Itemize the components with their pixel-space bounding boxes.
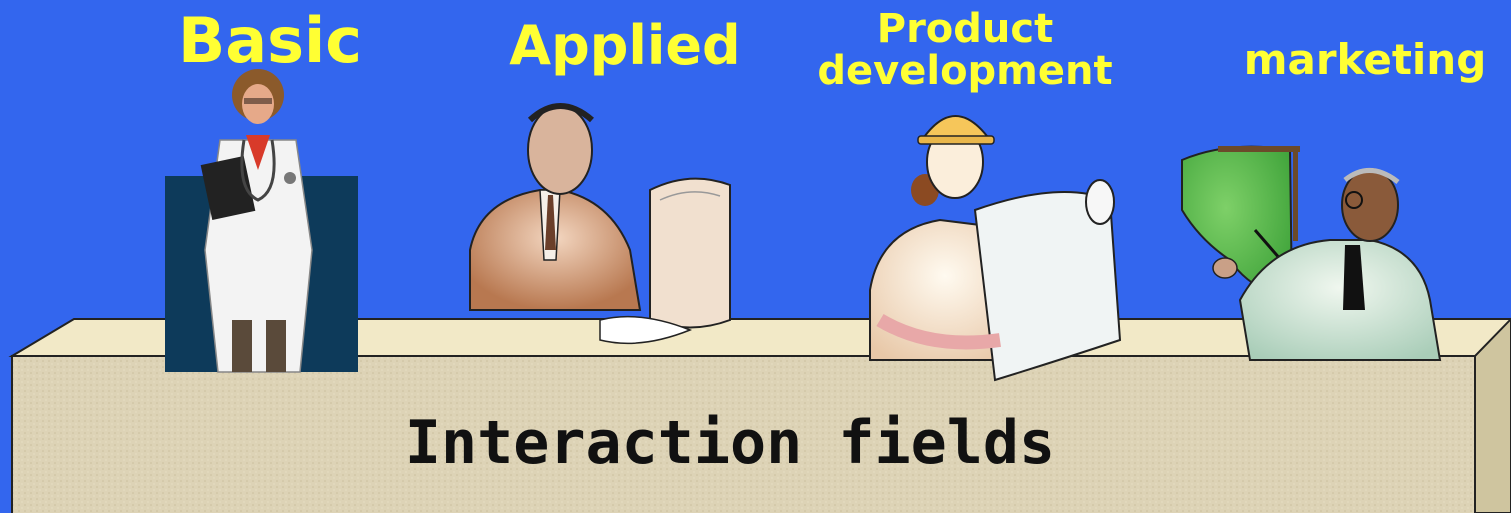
field-label-product-development: Product development — [800, 8, 1130, 92]
field-label-applied: Applied — [509, 14, 741, 77]
platform-label: Interaction fields — [404, 408, 1056, 478]
platform-box — [8, 317, 1511, 513]
field-label-product-line2: development — [817, 48, 1113, 94]
platform-side-face — [1474, 317, 1511, 513]
field-label-basic: Basic — [177, 4, 362, 77]
doctor-figure-icon — [165, 69, 358, 373]
engineer-with-blueprints-icon — [869, 115, 1122, 382]
field-label-product-line1: Product — [876, 6, 1054, 52]
field-label-marketing: marketing — [1243, 35, 1487, 84]
platform-front-face — [11, 355, 1476, 513]
man-at-computer-icon — [469, 103, 731, 345]
presenter-with-chart-icon — [1181, 145, 1442, 361]
